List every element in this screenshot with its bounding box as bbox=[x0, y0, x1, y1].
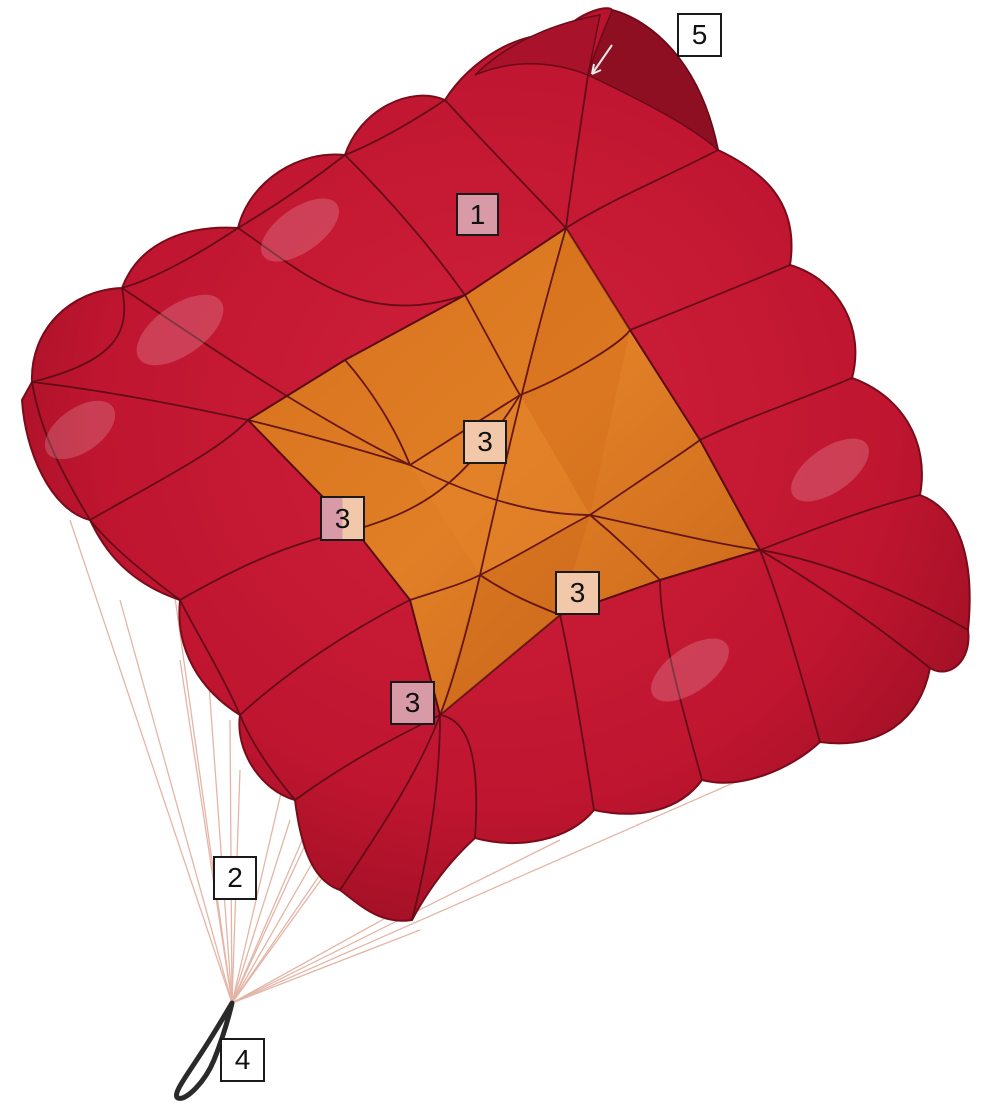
label-3-center: 3 bbox=[463, 420, 507, 464]
label-1: 1 bbox=[456, 193, 499, 236]
label-5: 5 bbox=[677, 13, 722, 57]
label-2: 2 bbox=[213, 856, 257, 900]
label-4: 4 bbox=[220, 1038, 265, 1082]
label-3-bottom: 3 bbox=[390, 681, 435, 725]
canopy bbox=[22, 8, 970, 921]
label-3-right: 3 bbox=[555, 571, 600, 615]
label-3-left: 3 bbox=[320, 496, 365, 541]
